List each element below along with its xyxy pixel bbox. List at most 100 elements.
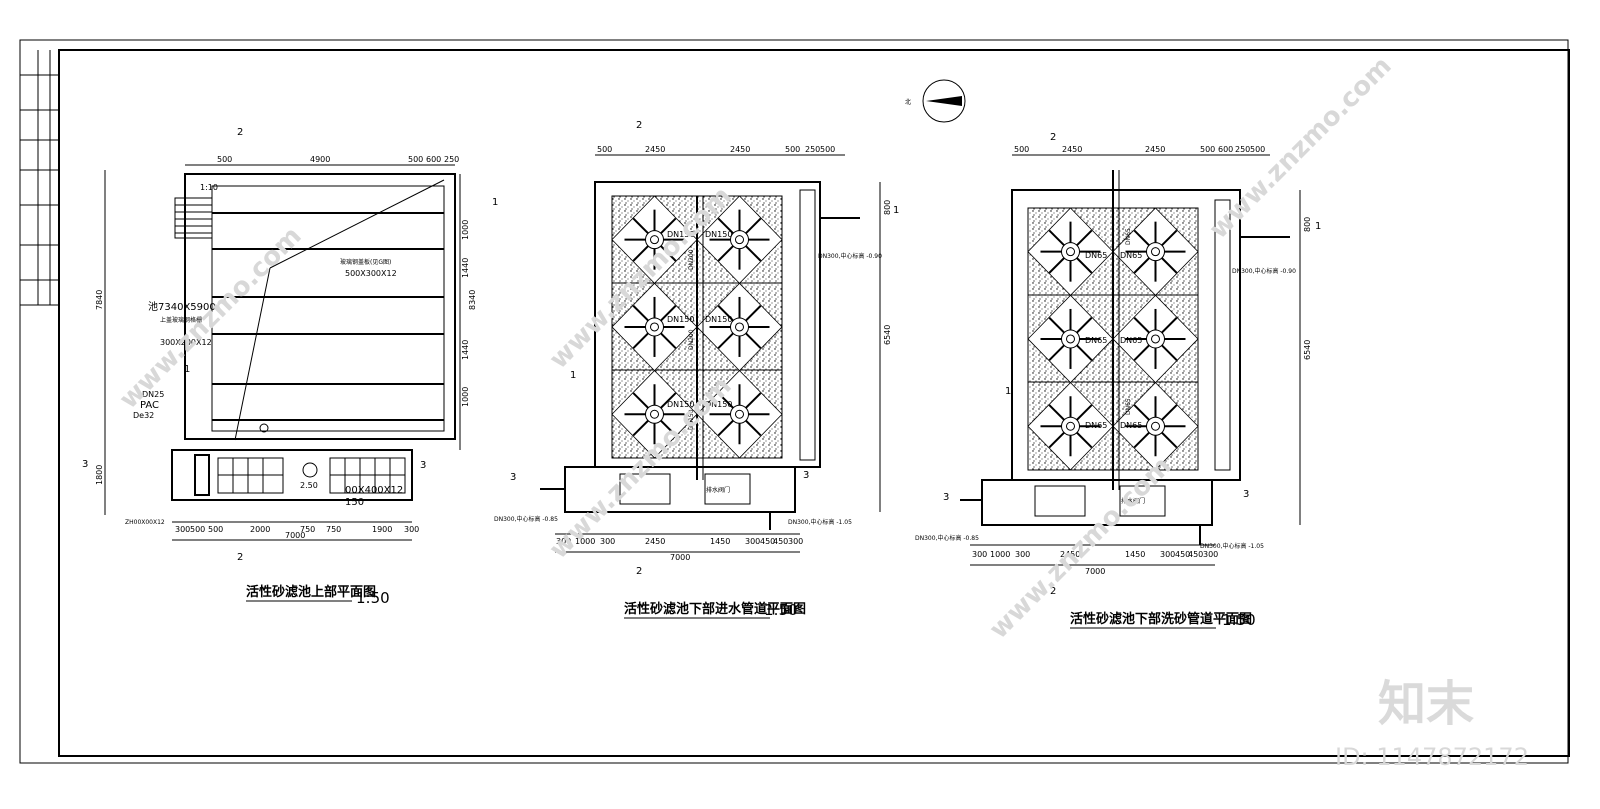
mid-dim-bottom-3: 2450 — [645, 537, 665, 546]
upper-dim-left-1: 1800 — [95, 465, 104, 485]
upper-well: 150 — [345, 497, 364, 508]
watermark-brand: 知末 — [1378, 676, 1474, 732]
right-total-width: 7000 — [1085, 567, 1105, 576]
mid-valve: 排水阀门 — [706, 486, 730, 494]
right-dim-bottom-0: 300 — [972, 550, 987, 559]
mid-pipe-5: DN150 — [705, 400, 732, 409]
middle-plan: 500 2450 2450 500 250 500 DN150 DN150 DN… — [494, 120, 899, 619]
upper-dim-bottom-1: 500 — [190, 525, 205, 534]
right-mark-3-left: 3 — [943, 492, 949, 503]
mid-pipe-3: DN150 — [705, 315, 732, 324]
right-vpipe-0: DN65 — [1125, 228, 1132, 245]
upper-dim-top-4: 250 — [444, 155, 459, 164]
mid-dim-bottom-4: 1450 — [710, 537, 730, 546]
mid-dim-top-0: 500 — [597, 145, 612, 154]
distributor-core — [650, 322, 659, 332]
right-valve: 排水阀门 — [1121, 497, 1145, 505]
inner-border — [58, 49, 1570, 757]
right-dim-right-1: 6540 — [1303, 340, 1312, 360]
mid-mark-3-right: 3 — [803, 470, 809, 481]
upper-dim-bottom-3: 2000 — [250, 525, 270, 534]
right-dim-bottom-3: 2450 — [1060, 550, 1080, 559]
grating-beams — [212, 212, 444, 421]
distributor-core — [735, 235, 744, 245]
upper-mark-3-right: 3 — [420, 460, 426, 471]
upper-note-cover: 玻璃钢盖板(见G图) — [340, 258, 391, 266]
right-dim-top-5: 250 — [1235, 145, 1250, 154]
distributor-core — [735, 322, 744, 332]
right-dim-bottom-1: 1000 — [990, 550, 1010, 559]
upper-dim-left-0: 7840 — [95, 290, 104, 310]
distributor-core — [1151, 421, 1160, 431]
mid-dim-top-3: 500 — [785, 145, 800, 154]
mid-mark-2-bottom: 2 — [636, 566, 642, 577]
upper-dim-bottom-7: 300 — [404, 525, 419, 534]
right-title: 活性砂滤池下部洗砂管道平面图 — [1070, 611, 1252, 627]
right-pipe-0: DN65 — [1085, 251, 1107, 260]
tank-grid — [218, 458, 405, 493]
upper-dim-top-3: 600 — [426, 155, 441, 164]
right-note-inlet: DN300,中心标高 -0.85 — [915, 534, 979, 542]
right-note-outlet2: DN300,中心标高 -0.90 — [1232, 267, 1296, 275]
right-pipe-2: DN65 — [1085, 336, 1107, 345]
mid-mark-3-left: 3 — [510, 472, 516, 483]
upper-title: 活性砂滤池上部平面图 — [246, 584, 376, 600]
right-scale: 1:50 — [1222, 611, 1256, 629]
mid-scale: 1:50 — [764, 601, 798, 619]
right-dim-right-0: 800 — [1303, 217, 1312, 232]
mid-dim-bottom-1: 1000 — [575, 537, 595, 546]
right-pipe-3: DN65 — [1120, 336, 1142, 345]
upper-dim-bottom-4: 750 — [300, 525, 315, 534]
mid-pipe-4: DN150 — [667, 400, 694, 409]
watermark-id: ID: 1147872172 — [1335, 743, 1529, 771]
mid-dim-bottom-2: 300 — [600, 537, 615, 546]
north-arrow-icon: 北 — [905, 79, 966, 123]
right-mark-3-right: 3 — [1243, 489, 1249, 500]
mid-note-outlet1: DN300,中心标高 -1.05 — [788, 518, 852, 526]
upper-dim-top-1: 4900 — [310, 155, 330, 164]
upper-plan: 500 4900 500 600 250 1:10 玻璃钢盖板( — [82, 127, 498, 607]
mid-dim-top-1: 2450 — [645, 145, 665, 154]
mid-total-width: 7000 — [670, 553, 690, 562]
upper-mark-1-left: 1 — [184, 364, 190, 375]
distributor-core — [735, 409, 744, 419]
right-pipe-5: DN65 — [1120, 421, 1142, 430]
distributor-hub — [645, 230, 664, 250]
right-dim-bottom-5: 300 — [1160, 550, 1175, 559]
upper-total-height: 8340 — [468, 290, 477, 310]
distributor-hub — [645, 317, 664, 337]
mid-vpipe-2: DN150 — [688, 409, 695, 430]
right-dim-bottom-6: 450 — [1175, 550, 1190, 559]
upper-dim-top-2: 500 — [408, 155, 423, 164]
distributor-core — [1066, 247, 1075, 257]
distributor-hub — [730, 404, 749, 424]
right-pipe-4: DN65 — [1085, 421, 1107, 430]
mid-note-outlet2: DN300,中心标高 -0.90 — [818, 252, 882, 260]
right-plan: 500 2450 2450 500 600 250 500 DN65 DN65 … — [915, 132, 1321, 629]
right-dim-bottom-7: 450 — [1188, 550, 1203, 559]
right-dim-bottom-4: 1450 — [1125, 550, 1145, 559]
wash-units — [1027, 207, 1199, 471]
upper-note-pipe: De32 — [133, 411, 154, 420]
distributor-core — [1066, 334, 1075, 344]
upper-dim-top-0: 500 — [217, 155, 232, 164]
upper-note-valve: DN25 — [142, 390, 164, 399]
watermark-url-1: www.znzmo.com — [114, 221, 308, 415]
upper-note-beam2: 300X200X12 — [160, 338, 212, 347]
distributor-hub — [730, 317, 749, 337]
upper-level: 2.50 — [300, 481, 318, 490]
distributor-core — [1151, 247, 1160, 257]
distributor-hub — [730, 230, 749, 250]
right-mark-2-bottom: 2 — [1050, 586, 1056, 597]
filter-units — [611, 195, 783, 459]
distributor-hub — [1146, 416, 1165, 436]
mid-dim-bottom-0: 300 — [556, 537, 571, 546]
right-dim-bottom-8: 300 — [1203, 550, 1218, 559]
mid-dim-bottom-6: 450 — [760, 537, 775, 546]
distributor-core — [650, 235, 659, 245]
right-mark-1-right: 1 — [1315, 221, 1321, 232]
mid-dim-bottom-8: 300 — [788, 537, 803, 546]
mid-dim-right-1: 800 — [883, 200, 892, 215]
mid-mark-1-right: 1 — [893, 205, 899, 216]
